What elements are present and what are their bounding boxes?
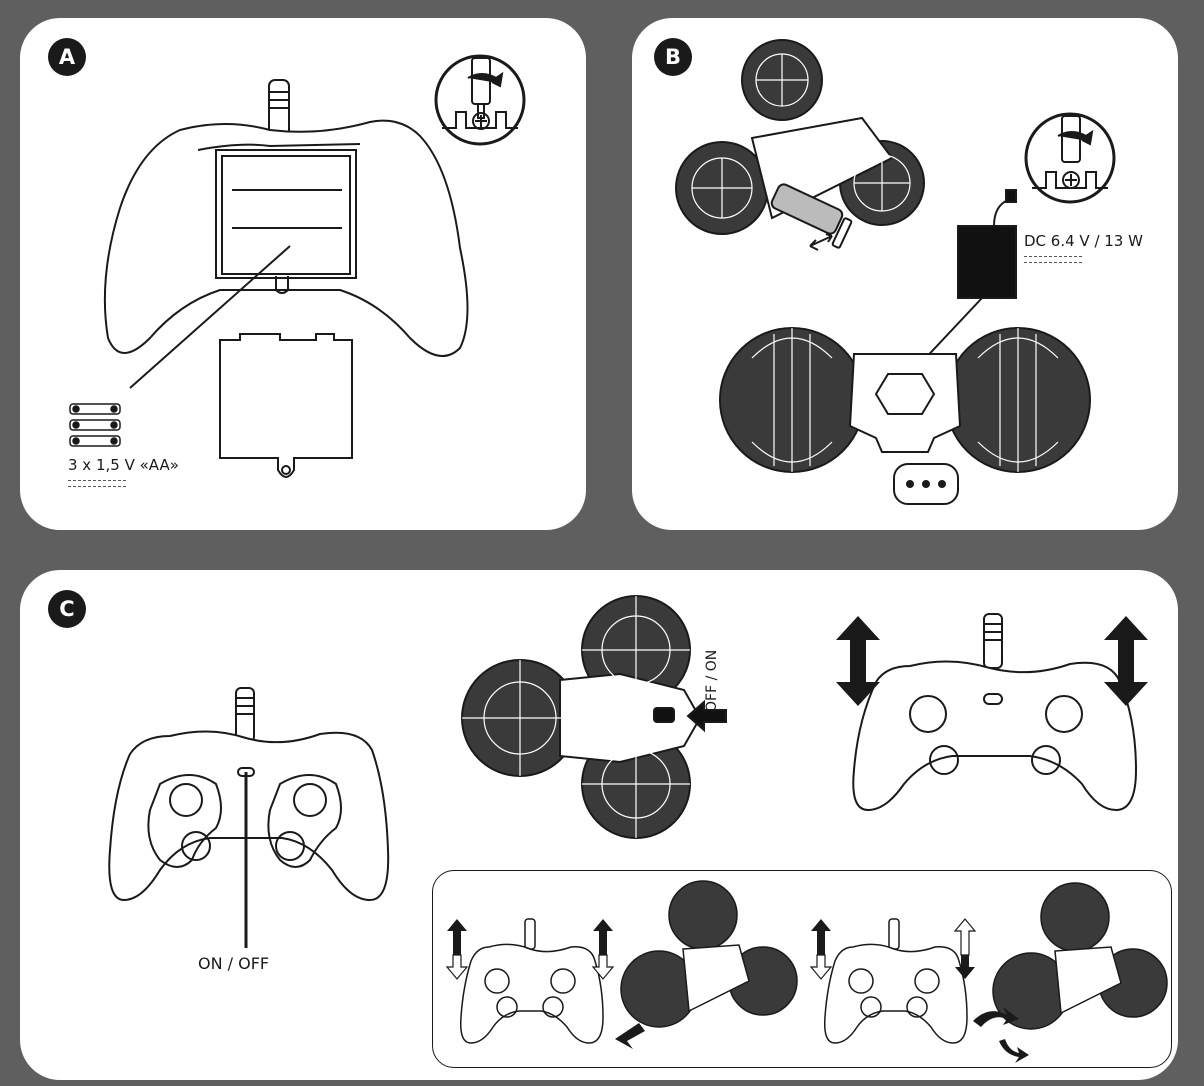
arrow-up-icon [593,919,613,955]
arrow-down-outline-icon [591,954,615,980]
power-spec-label: DC 6.4 V / 13 W [1024,232,1143,250]
controller-back-view [103,79,469,357]
battery-cover [219,333,353,478]
mini-car-forward [620,880,798,1028]
car-bottom-view [719,327,1091,505]
screwdriver-icon [434,54,526,146]
arrow-down-icon [955,955,975,979]
panel-a-battery-install: A [20,18,586,530]
rotate-arrow-icon [973,1007,1019,1027]
controller-switch-label: ON / OFF [198,954,270,973]
panel-a-illustration [69,54,526,478]
step-badge-b: B [654,38,692,76]
panel-c-operation: C [20,570,1178,1080]
steering-instructions-box [432,870,1172,1068]
controller-front-view [108,687,390,948]
dc-symbol-line-dashed [1024,262,1082,263]
arrow-down-outline-icon [809,954,833,980]
arrow-up-icon [811,919,831,955]
car-angled-view [675,39,925,251]
dc-symbol-line-solid [1024,256,1082,257]
up-down-arrow-icon [1104,616,1148,706]
panel-b-illustration [675,39,1116,505]
dc-symbol-line-dashed [68,486,126,487]
step-badge-c: C [48,590,86,628]
move-arrow-icon [615,1023,645,1049]
mini-controller-forward [459,918,604,1044]
panel-c-illustration [108,595,1148,948]
steering-illustration [445,880,1168,1063]
arrow-up-outline-icon [953,918,977,956]
up-down-arrow-icon [836,616,880,706]
step-badge-a: A [48,38,86,76]
panel-b-charging: B [632,18,1178,530]
screwdriver-icon [1024,112,1116,204]
battery-spec-label: 3 x 1,5 V «AA» [68,456,179,474]
rotate-arrow-icon [999,1039,1029,1063]
dc-symbol-line-solid [68,480,126,481]
battery-icon [69,403,121,447]
mini-car-turning [992,882,1168,1030]
car-top-view [461,595,727,839]
mini-controller-turn [823,918,968,1044]
arrow-down-outline-icon [445,954,469,980]
car-switch-label: OFF / ON [704,649,720,712]
battery-pack [887,189,1017,399]
controller-throttle-view [852,613,1138,812]
arrow-up-icon [447,919,467,955]
pointer-line-batteries [129,245,291,389]
